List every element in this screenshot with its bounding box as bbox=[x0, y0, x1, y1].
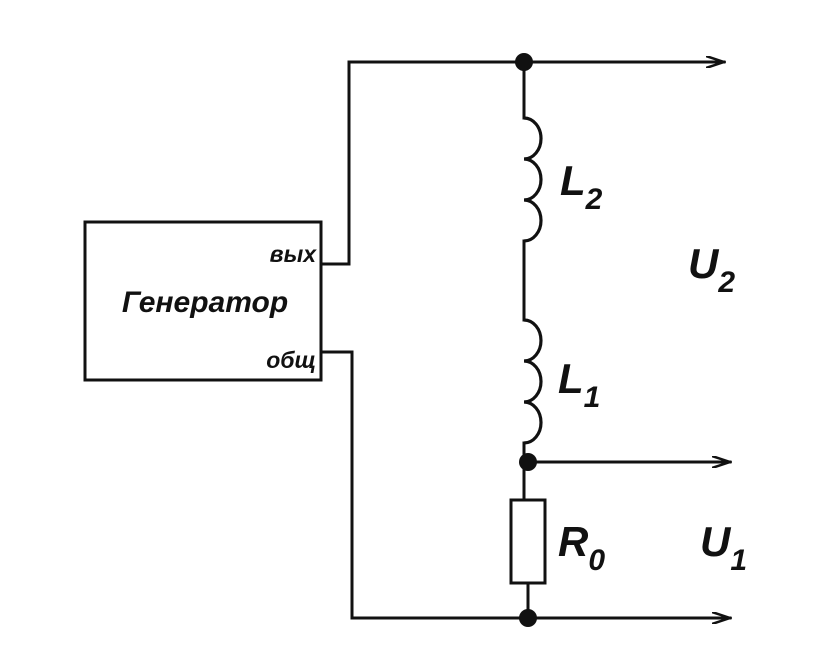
output-wire bbox=[319, 60, 530, 266]
inductor-l1 bbox=[523, 318, 543, 445]
label-r0: R0 bbox=[558, 518, 605, 577]
common-wire bbox=[319, 350, 530, 620]
label-u2: U2 bbox=[688, 240, 735, 299]
junction-bottom bbox=[519, 609, 537, 627]
resistor-r0 bbox=[509, 498, 547, 585]
junction-top bbox=[515, 53, 533, 71]
generator-block: Генератор вых общ bbox=[83, 220, 323, 382]
inductor-l2 bbox=[523, 116, 543, 243]
generator-title: Генератор bbox=[122, 286, 288, 319]
junction-middle bbox=[519, 453, 537, 471]
label-u1: U1 bbox=[700, 518, 747, 577]
port-common-label: общ bbox=[266, 347, 316, 373]
generator-box bbox=[83, 220, 323, 382]
port-out-label: вых bbox=[270, 241, 318, 267]
label-l2: L2 bbox=[560, 157, 603, 216]
label-l1: L1 bbox=[558, 355, 600, 414]
